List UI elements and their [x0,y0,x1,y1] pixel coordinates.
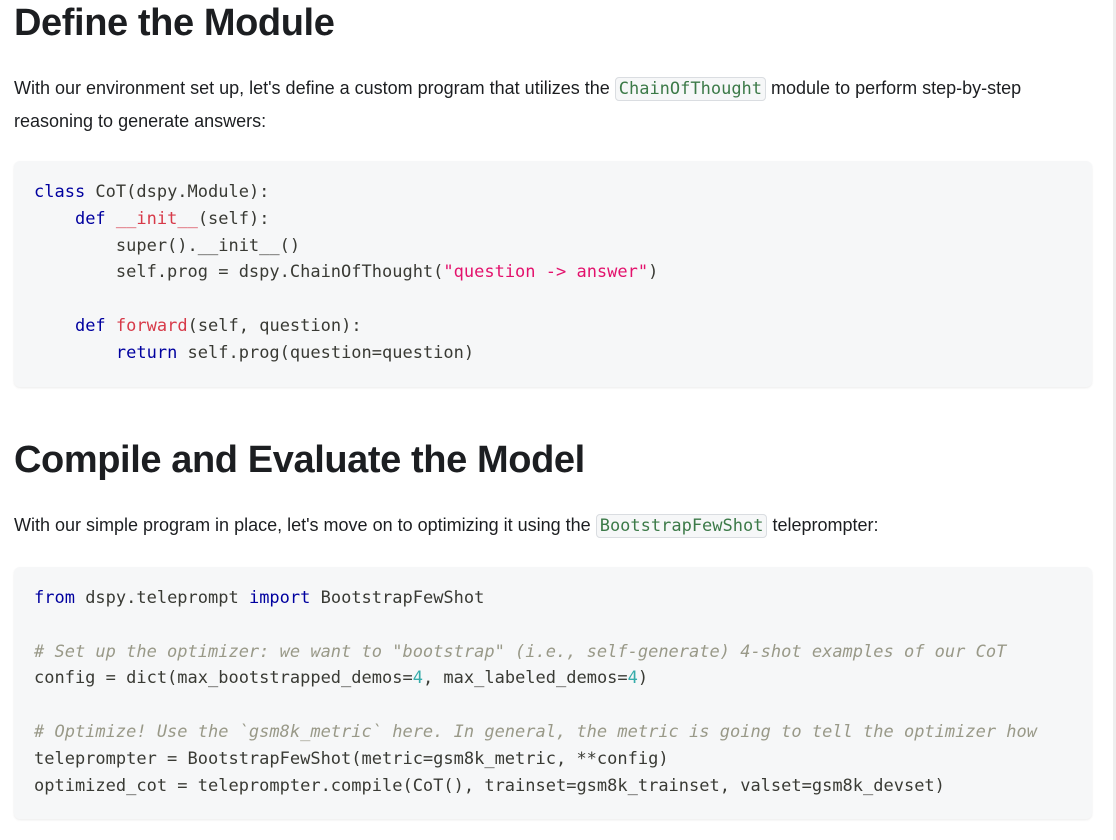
code-token: 4 [412,668,423,689]
code-indent [34,343,116,363]
code-line-blank [34,286,1072,313]
code-line: self.prog = dspy.ChainOfThought("questio… [34,259,1072,286]
code-comment-line: # Optimize! Use the `gsm8k_metric` here.… [34,721,1038,742]
code-token: def [74,315,106,336]
code-token: return [115,342,178,363]
code-block-compile-model[interactable]: from dspy.teleprompt import BootstrapFew… [14,567,1092,819]
code-token: (self): [197,208,270,229]
code-line: from dspy.teleprompt import BootstrapFew… [34,585,1072,612]
code-token: dspy.teleprompt [74,588,249,608]
code-token: def [74,208,106,229]
paragraph-text: With our environment set up, let's defin… [14,78,615,98]
code-token: self.prog = dspy.ChainOfThought( [34,262,444,283]
page-right-border [1113,0,1116,840]
code-content: class CoT(dspy.Module): def __init__(sel… [14,161,1092,385]
code-token: config = dict(max_bootstrapped_demos= [34,668,413,689]
paragraph-text: With our simple program in place, let's … [14,515,596,535]
paragraph-define-module: With our environment set up, let's defin… [14,72,1092,137]
heading-define-the-module: Define the Module [14,2,335,44]
code-line: super().__init__() [34,235,301,256]
code-line-blank [34,692,1072,719]
code-block-define-module[interactable]: class CoT(dspy.Module): def __init__(sel… [14,161,1092,387]
heading-compile-and-evaluate: Compile and Evaluate the Model [14,439,585,481]
code-token: ) [648,262,659,283]
paragraph-text: teleprompter: [767,515,879,535]
code-line-blank [34,612,1072,639]
code-token [106,209,116,229]
code-token: self.prog(question=question) [177,342,475,363]
code-token: ) [637,668,649,689]
code-line: def forward(self, question): [34,313,1072,340]
code-line: config = dict(max_bootstrapped_demos=4, … [34,665,1072,692]
code-token: from [34,588,75,608]
code-token: import [248,588,311,608]
paragraph-compile-model: With our simple program in place, let's … [14,509,1092,542]
inline-code-chainofthought: ChainOfThought [614,77,767,101]
code-token [106,316,116,336]
code-indent [34,209,75,229]
code-content: from dspy.teleprompt import BootstrapFew… [14,567,1092,817]
code-token: forward [115,315,188,336]
paragraph-text: module to perform step-by-step reasoning… [14,78,1022,131]
code-token: , max_labeled_demos= [422,668,628,689]
code-token: __init__ [115,208,198,229]
code-token: CoT(dspy.Module): [85,182,270,202]
code-token: class [34,182,86,202]
code-line: def __init__(self): [34,206,1072,233]
code-token: (self, question): [187,315,362,336]
code-line: return self.prog(question=question) [34,340,1072,367]
inline-code-bootstrapfewshot: BootstrapFewShot [595,514,768,538]
code-line: teleprompter = BootstrapFewShot(metric=g… [34,748,669,769]
code-comment-line: # Set up the optimizer: we want to "boot… [34,641,1007,662]
code-token: 4 [627,668,638,689]
code-line: optimized_cot = teleprompter.compile(CoT… [34,775,945,796]
code-indent [34,316,75,336]
code-token: "question -> answer" [443,262,649,283]
code-line: class CoT(dspy.Module): [34,179,1072,206]
code-token: BootstrapFewShot [310,588,485,608]
